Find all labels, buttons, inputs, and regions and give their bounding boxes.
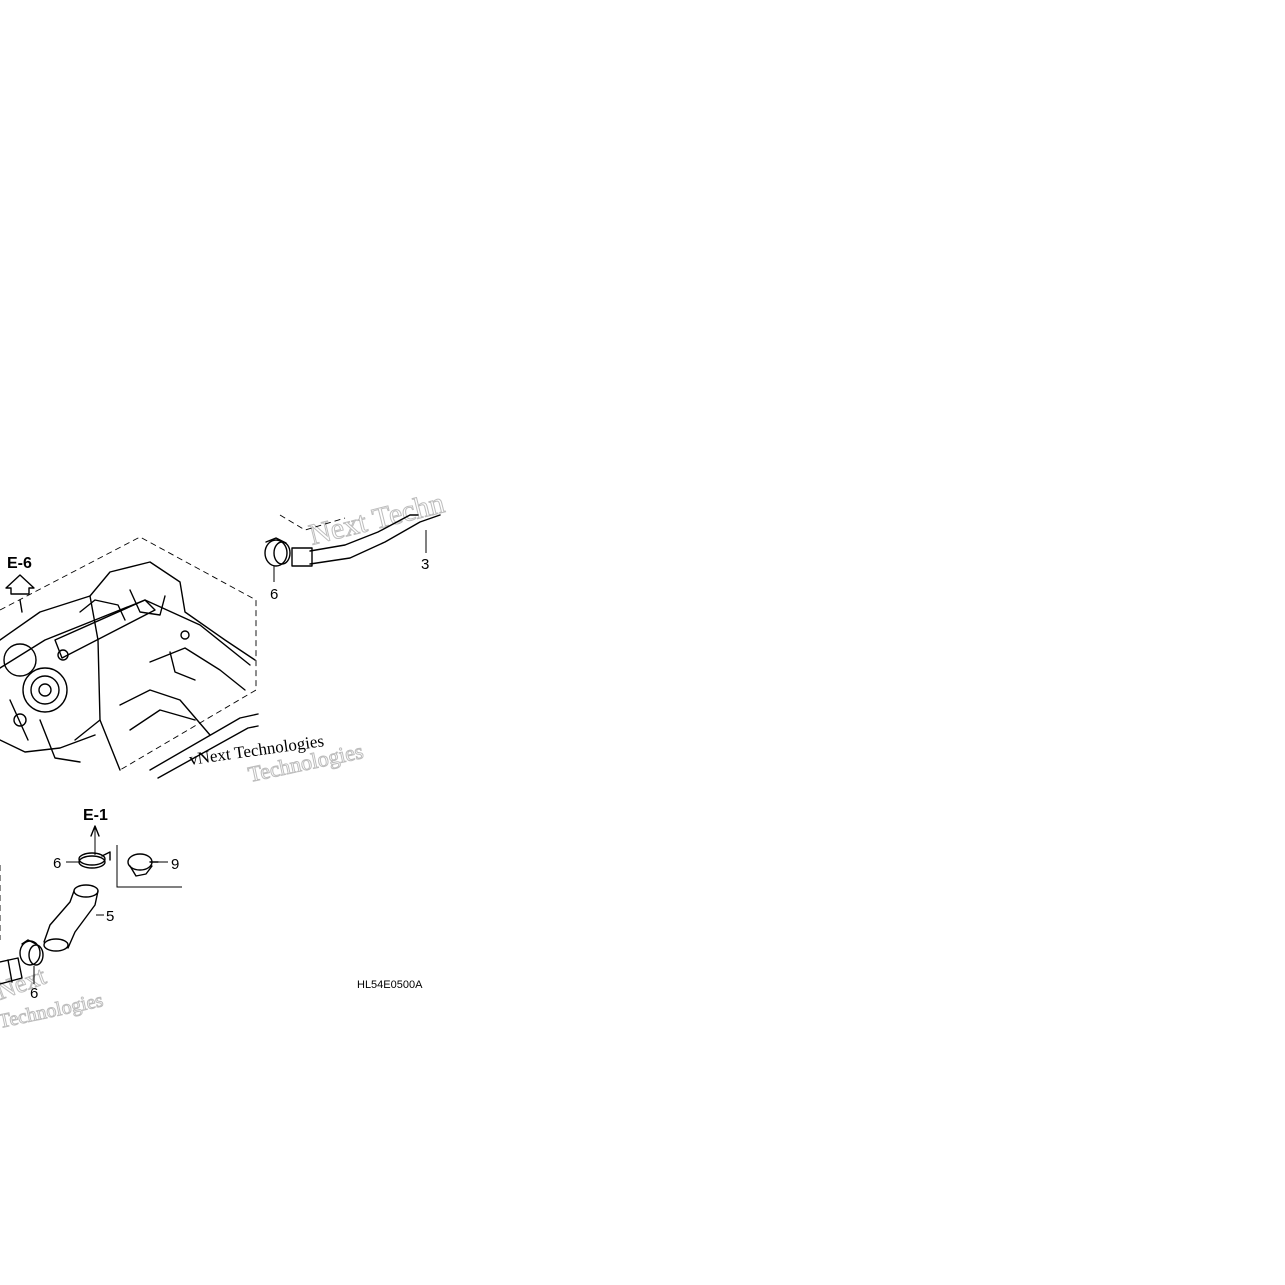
clamp-icon-lower xyxy=(19,939,44,966)
pipe-end-lower xyxy=(0,957,23,985)
clamp-icon-9 xyxy=(127,853,159,877)
inset-box-9 xyxy=(116,845,182,888)
dashed-outline-housing xyxy=(0,536,257,771)
reference-e6: E-6 xyxy=(7,555,32,572)
callout-6-top: 6 xyxy=(270,586,278,603)
water-housing xyxy=(0,561,256,771)
reference-e1: E-1 xyxy=(83,807,108,824)
callout-6-bottom: 6 xyxy=(30,985,38,1002)
hose-part-5 xyxy=(43,884,99,952)
callout-9: 9 xyxy=(171,856,179,873)
clamp-icon-top xyxy=(264,537,291,567)
hose-part-3 xyxy=(291,514,441,567)
watermark-text-bottom-next: Next xyxy=(0,961,50,1006)
arrow-up-icon-e6 xyxy=(5,574,35,595)
callout-3: 3 xyxy=(421,556,429,573)
drawing-code: HL54E0500A xyxy=(357,979,423,991)
arrow-head-e1 xyxy=(90,825,100,837)
lower-pipe xyxy=(149,713,259,779)
callout-6-mid: 6 xyxy=(53,855,61,872)
callout-5: 5 xyxy=(106,908,114,925)
